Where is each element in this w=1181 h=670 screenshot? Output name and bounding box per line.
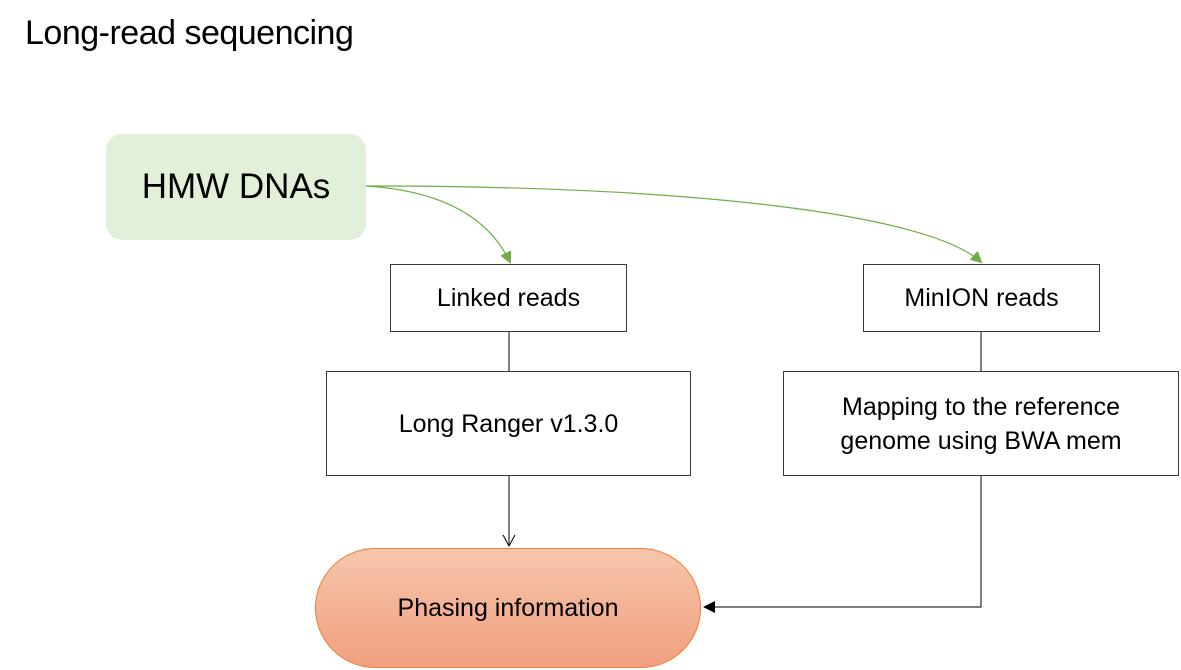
node-mapping: Mapping to the reference genome using BW… xyxy=(783,371,1179,476)
edge-hmw-to-linked xyxy=(365,185,512,264)
node-linked-reads: Linked reads xyxy=(390,264,627,332)
node-linked-reads-label: Linked reads xyxy=(436,284,581,312)
edge-hmw-to-minion xyxy=(365,185,983,264)
node-long-ranger: Long Ranger v1.3.0 xyxy=(326,371,691,476)
node-mapping-label-line2: genome using BWA mem xyxy=(840,426,1122,455)
node-phasing-information: Phasing information xyxy=(315,548,701,668)
edge-mapping-to-phasing xyxy=(703,476,982,613)
diagram-title: Long-read sequencing xyxy=(25,14,354,52)
node-mapping-label-line1: Mapping to the reference xyxy=(842,392,1120,421)
node-hmw-dnas: HMW DNAs xyxy=(106,134,366,240)
node-minion-reads: MinION reads xyxy=(863,264,1100,332)
node-hmw-dnas-label: HMW DNAs xyxy=(141,167,331,206)
node-phasing-information-label: Phasing information xyxy=(397,593,619,622)
node-minion-reads-label: MinION reads xyxy=(904,284,1059,312)
node-long-ranger-label: Long Ranger v1.3.0 xyxy=(398,409,619,438)
